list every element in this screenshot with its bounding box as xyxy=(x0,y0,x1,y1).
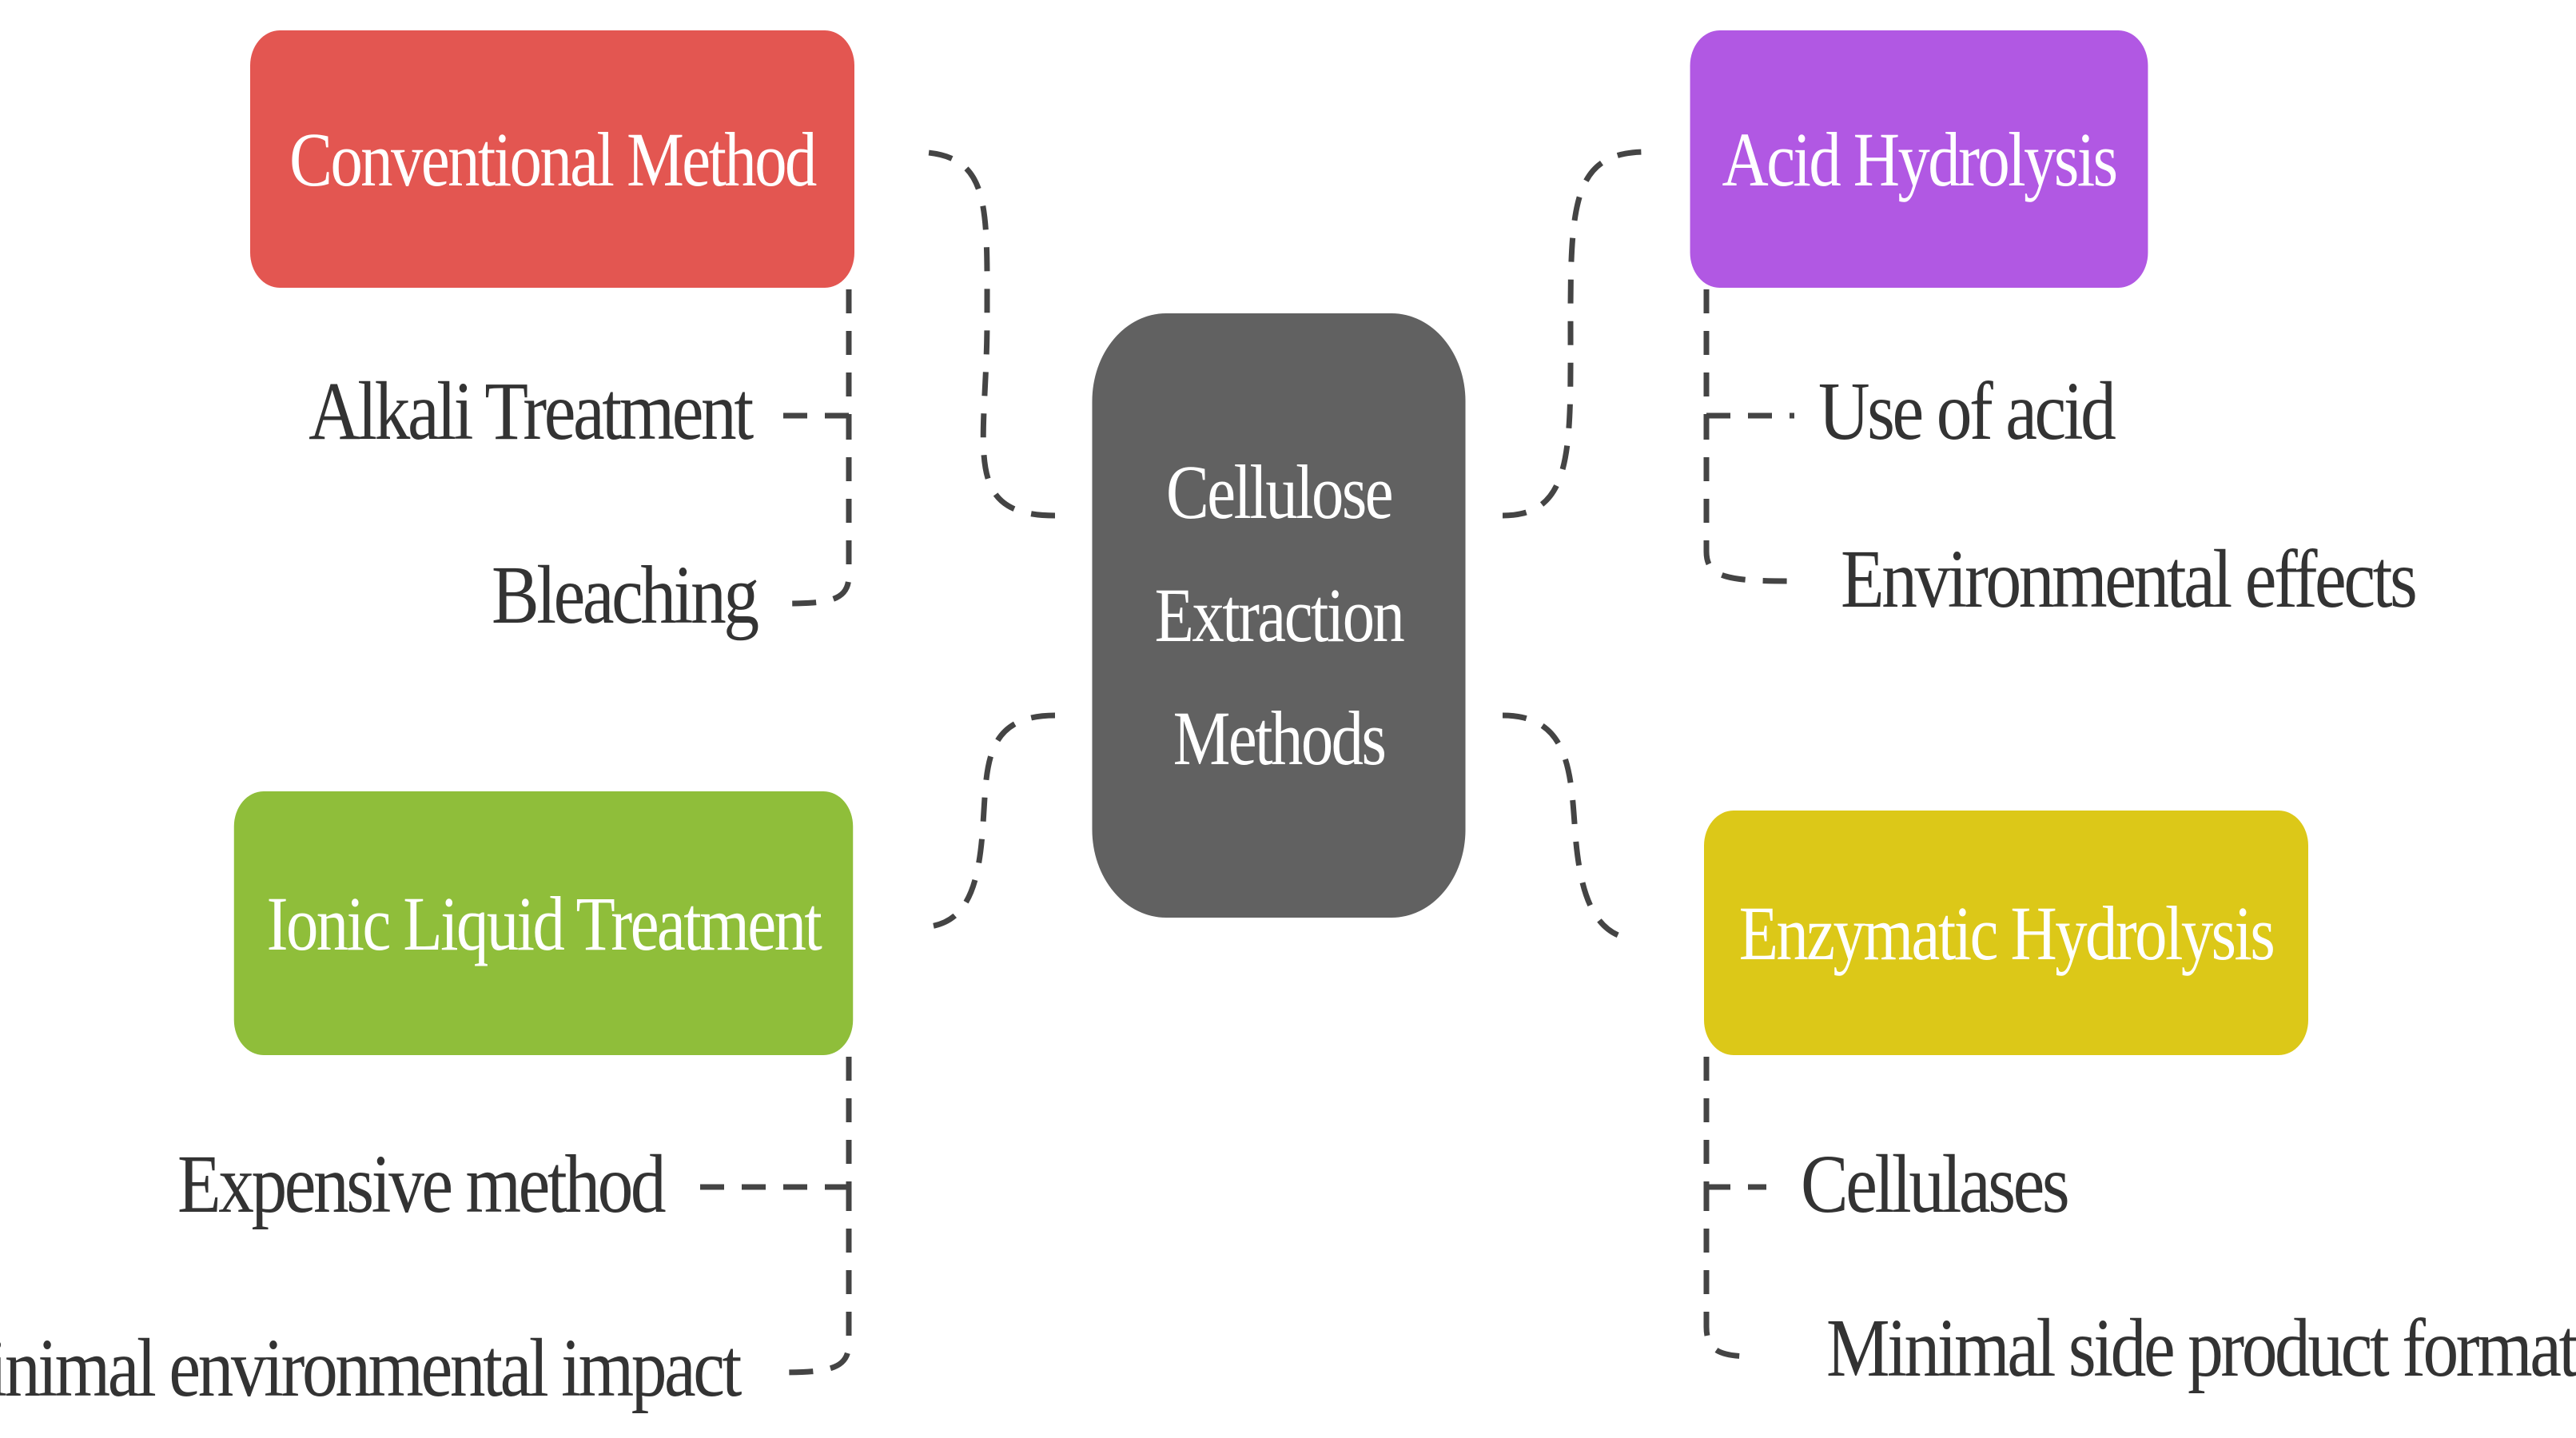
acid-hydrolysis-label: Acid Hydrolysis xyxy=(1722,116,2118,202)
connector-conventional-alkali xyxy=(767,289,852,419)
center-title-line1: Cellulose xyxy=(1166,449,1393,535)
connector-acid-env xyxy=(1703,416,1791,584)
leaf-minimal-environmental-impact: Minimal environmental impact xyxy=(0,1322,742,1414)
acid-hydrolysis-node: Acid Hydrolysis xyxy=(1690,30,2148,288)
leaf-cellulases: Cellulases xyxy=(1801,1138,2070,1230)
leaf-alkali-treatment: Alkali Treatment xyxy=(309,365,754,457)
connector-enzymatic-minside xyxy=(1703,1187,1755,1360)
conventional-method-node: Conventional Method xyxy=(250,30,854,288)
center-title-line2: Extraction xyxy=(1154,572,1405,658)
enzymatic-hydrolysis-label: Enzymatic Hydrolysis xyxy=(1738,890,2275,976)
ionic-liquid-treatment-label: Ionic Liquid Treatment xyxy=(266,880,822,966)
leaf-environmental-effects: Environmental effects xyxy=(1841,533,2418,625)
connector-enzymatic-cellulases xyxy=(1703,1057,1766,1190)
connector-ionic-minimal xyxy=(778,1187,852,1376)
leaf-bleaching: Bleaching xyxy=(492,549,759,641)
center-node: Cellulose Extraction Methods xyxy=(1092,313,1466,918)
connector-center-ionic xyxy=(918,712,1056,930)
leaf-use-of-acid: Use of acid xyxy=(1818,365,2116,457)
connector-center-acid xyxy=(1502,149,1647,519)
connector-conventional-bleaching xyxy=(786,416,852,607)
center-title-line3: Methods xyxy=(1173,695,1387,781)
connector-center-conventional xyxy=(911,149,1056,519)
ionic-liquid-treatment-node: Ionic Liquid Treatment xyxy=(233,791,854,1055)
leaf-minimal-side-product-formation: Minimal side product formation xyxy=(1826,1302,2576,1394)
conventional-method-label: Conventional Method xyxy=(289,116,817,202)
connector-center-enzymatic xyxy=(1502,712,1635,942)
connector-ionic-expensive xyxy=(687,1057,852,1190)
enzymatic-hydrolysis-node: Enzymatic Hydrolysis xyxy=(1704,811,2308,1055)
connector-acid-use xyxy=(1703,289,1794,419)
leaf-expensive-method: Expensive method xyxy=(177,1138,667,1230)
